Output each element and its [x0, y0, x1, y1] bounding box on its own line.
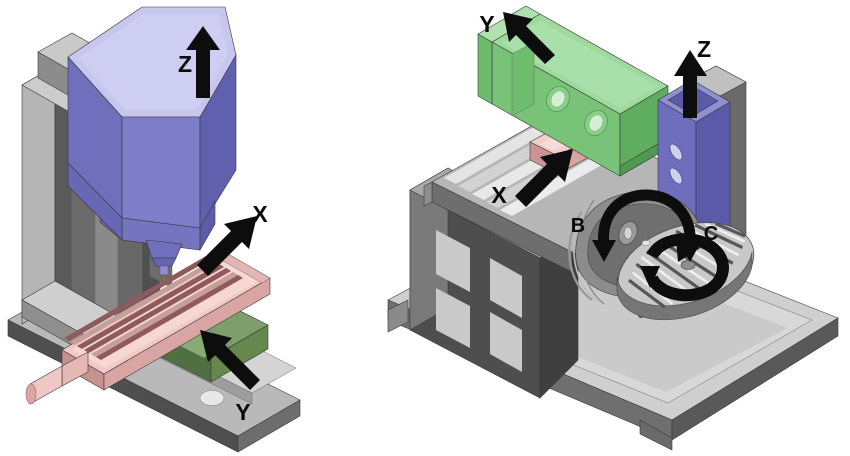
table-t-slots	[64, 256, 243, 360]
beam-hole-2-bore	[588, 114, 604, 132]
b-axis-pivot-bore	[623, 226, 633, 240]
axis-label-z-right: Z	[697, 36, 711, 62]
axis-arrow-x-right	[515, 149, 573, 207]
ram-slot-1	[669, 143, 683, 161]
axis-label-c-right: C	[704, 223, 718, 245]
axis-arrow-y-left	[200, 330, 260, 390]
right-panel-5-axis-mill: Y Z X B C	[387, 5, 839, 451]
rotary-table	[616, 222, 755, 321]
leadscrew-end	[25, 383, 37, 405]
axis-label-x-left: X	[252, 201, 268, 227]
left-panel-3-axis-mill: Z X Y	[7, 6, 301, 453]
rotary-table-centre-bore	[680, 260, 696, 270]
axis-arrow-x-left	[197, 216, 257, 276]
ram-slot-2	[669, 167, 683, 185]
axis-label-b-right: B	[571, 215, 585, 237]
axis-arrow-c-rotary	[640, 233, 729, 302]
axis-arrow-z-right	[674, 50, 707, 118]
axis-label-z-left: Z	[178, 51, 192, 77]
axis-label-y-right: Y	[479, 11, 494, 37]
axis-arrow-z-left	[186, 26, 220, 98]
axis-arrow-y-right	[503, 12, 555, 64]
spindle-head	[67, 6, 237, 284]
beam-hole-1-bore	[550, 90, 566, 108]
axis-label-y-left: Y	[235, 399, 250, 425]
axis-label-x-right: X	[491, 182, 507, 208]
work-table	[25, 253, 271, 405]
rotary-table-hole	[641, 240, 651, 246]
base-bolt-hole	[199, 390, 225, 406]
